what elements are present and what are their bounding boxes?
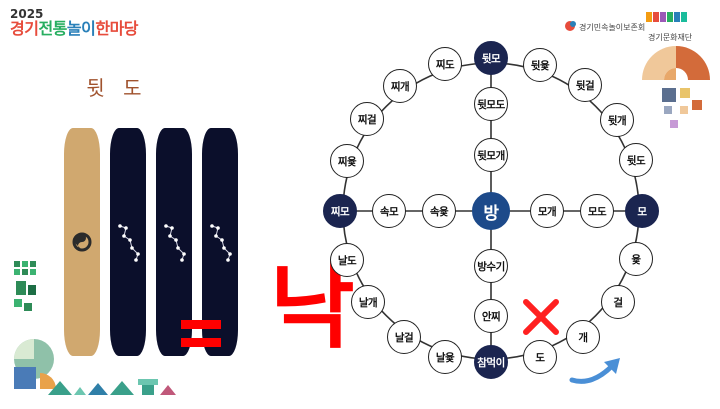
folk-society-logo: 경기민속놀이보존회 [565,21,645,32]
node-right-top-2: 뒷걸 [568,68,602,102]
node-corner-top: 뒷모 [474,41,508,75]
node-right-top-4: 뒷도 [619,143,653,177]
taeguk-icon [72,232,92,252]
result-character: 낙 [270,254,355,361]
node-horizontal-left-2: 속윷 [422,194,456,228]
node-center: 방 [472,192,510,230]
organizer-2: 경기문화재단 [648,32,693,42]
node-corner-left: 찌모 [323,194,357,228]
node-horizontal-right-2: 모도 [580,194,614,228]
decorative-graphics-right [640,44,712,140]
node-vertical-lower-1: 방수기 [474,249,508,283]
decorative-graphics-left [0,255,200,409]
node-right-bottom-4: 도 [523,340,557,374]
node-corner-bottom: 참먹이 [474,345,508,379]
node-vertical-upper-2: 뒷모개 [474,138,508,172]
node-horizontal-left-1: 속모 [372,194,406,228]
move-name-title: 뒷 도 [86,76,148,100]
node-left-top-2: 찌개 [383,69,417,103]
event-name: 경기전통놀이한마당 [10,19,139,38]
equals-sign [181,320,221,347]
node-left-bottom-1: 날도 [330,243,364,277]
node-left-top-3: 찌걸 [350,102,384,136]
yut-stick-round-side-1 [110,128,146,356]
yut-stick-round-side-3 [202,128,238,356]
cultural-foundation-logo: 경기문화재단 [646,12,693,42]
node-left-bottom-2: 날개 [351,285,385,319]
organizer-1: 경기민속놀이보존회 [579,22,645,32]
node-left-top-4: 찌윷 [330,144,364,178]
node-left-bottom-4: 날윷 [428,340,462,374]
node-left-top-1: 찌도 [428,47,462,81]
event-year: 2025 [10,7,44,21]
node-vertical-upper-1: 뒷모도 [474,87,508,121]
node-right-top-1: 뒷윷 [523,48,557,82]
big-dipper-icon [118,224,140,262]
organizer-logos: 경기민속놀이보존회 경기문화재단 [562,8,712,52]
node-right-bottom-1: 윷 [619,242,653,276]
curved-arrow-icon [569,358,620,384]
node-right-bottom-2: 걸 [601,285,635,319]
node-right-top-3: 뒷개 [600,103,634,137]
big-dipper-icon [164,224,186,262]
node-left-bottom-3: 날걸 [387,320,421,354]
yut-stick-flat-side [64,128,100,356]
node-right-bottom-3: 개 [566,320,600,354]
yut-stick-round-side-2 [156,128,192,356]
event-title: 2025 경기전통놀이한마당 [10,7,139,38]
big-dipper-icon [210,224,232,262]
node-horizontal-right-1: 모개 [530,194,564,228]
node-corner-right: 모 [625,194,659,228]
node-vertical-lower-2: 안찌 [474,299,508,333]
x-mark-icon [523,299,559,335]
